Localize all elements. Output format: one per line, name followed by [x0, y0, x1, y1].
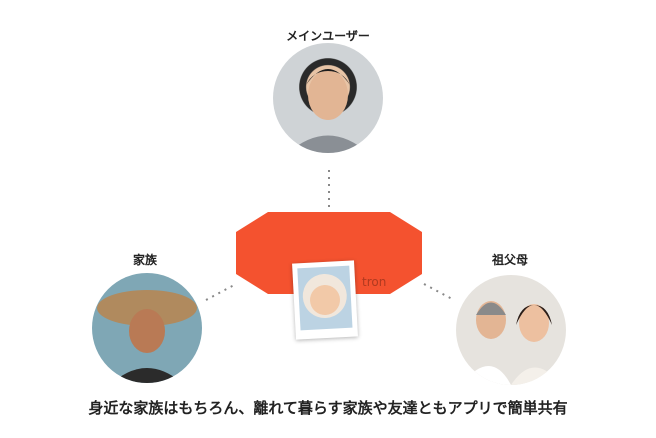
- grandparents-avatar: [456, 275, 566, 385]
- device-logo: tron: [362, 275, 386, 289]
- photo-frame-device: tron: [236, 212, 422, 294]
- caption: 身近な家族はもちろん、離れて暮らす家族や友達ともアプリで簡単共有: [88, 399, 568, 417]
- main-user-label: メインユーザー: [286, 29, 370, 43]
- main-user-avatar: [273, 43, 383, 153]
- family-avatar: [92, 273, 202, 383]
- grandparents-label: 祖父母: [491, 253, 529, 267]
- connector-line-main: [328, 170, 330, 210]
- connector-line-grandparents: [423, 283, 455, 301]
- family-label: 家族: [132, 253, 158, 267]
- baby-photo: [292, 260, 358, 340]
- connector-line-family: [205, 283, 237, 301]
